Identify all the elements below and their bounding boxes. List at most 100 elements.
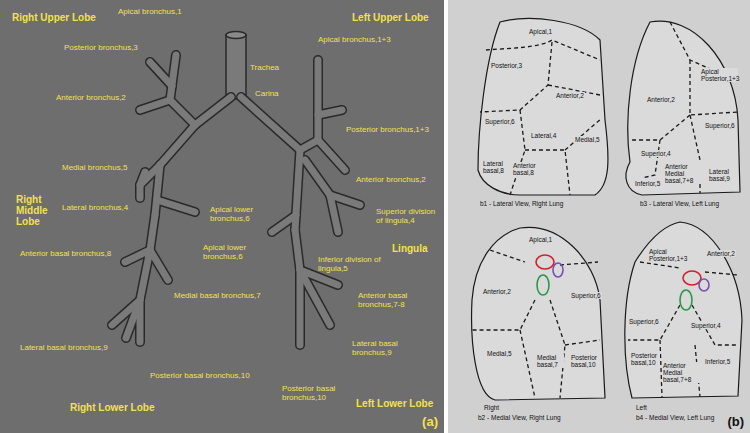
segment-label: Anterior Medial basal,7+8 (664, 163, 704, 184)
bronchus-label: Medial bronchus,5 (62, 164, 127, 173)
bronchus-label: Carina (255, 90, 279, 99)
segment-label: Superior,6 (484, 118, 516, 125)
view-caption: Right (484, 404, 499, 411)
panel-ground (0, 0, 444, 433)
segment-label: Anterior,2 (646, 96, 676, 103)
lobe-title: Lingula (392, 243, 428, 254)
bronchus-tube (318, 110, 342, 115)
bronchus-tube (150, 250, 168, 280)
segment-label: Superior,6 (628, 318, 660, 325)
bronchus-tube (155, 165, 160, 215)
segment-label: Apical,1 (528, 28, 553, 35)
segment-label: Medial basal,7 (536, 354, 564, 368)
bronchus-tube (170, 55, 195, 125)
bronchus-tube (157, 200, 195, 212)
bronchus-tube (318, 140, 345, 170)
view-caption: b1 - Lateral View, Right Lung (480, 200, 563, 207)
bronchus-tube (137, 185, 144, 198)
segment-label: Superior,4 (640, 150, 672, 157)
bronchus-tube (297, 270, 304, 345)
view-caption: b2 - Medial View, Right Lung (478, 414, 561, 421)
segment-label: Inferior,5 (634, 180, 661, 187)
bronchus-tube (150, 62, 172, 86)
segment-label: Superior,6 (704, 122, 736, 129)
view-caption: b4 - Medial View, Left Lung (636, 414, 714, 421)
lobe-title: Left Lower Lobe (356, 398, 433, 409)
segment-label: Anterior basal,8 (512, 162, 546, 176)
bronchus-tube (300, 270, 330, 325)
segment-label: Superior,6 (570, 292, 602, 299)
bronchus-label: Trachea (250, 64, 279, 73)
segment-label: Anterior,2 (555, 92, 585, 99)
bronchus-label: Apical bronchus,1+3 (318, 36, 391, 45)
segment-label: Lateral basal,8 (482, 160, 508, 174)
bronchus-label: Anterior bronchus,2 (56, 94, 126, 103)
bronchus-tube (300, 60, 318, 150)
segment-label: Anterior,2 (482, 288, 512, 295)
lobe-title: Right Middle Lobe (16, 194, 56, 227)
bronchus-tube (135, 185, 145, 198)
bronchus-tube (150, 250, 168, 280)
segment-label: Apical Posterior,1+3 (648, 248, 686, 262)
bronchus-tube (295, 270, 305, 345)
bronchus-label: Anterior basal bronchus,7-8 (358, 292, 414, 310)
bronchus-tube (318, 140, 345, 170)
bronchus-label: Apical lower bronchus,6 (210, 206, 262, 224)
bronchus-label: Anterior bronchus,2 (356, 176, 426, 185)
bronchus-tube (330, 195, 338, 232)
segment-label: Lateral,4 (530, 132, 557, 139)
bronchus-tube (155, 165, 160, 215)
view-caption: b3 - Lateral View, Left Lung (640, 200, 719, 207)
bronchus-tube (160, 125, 195, 165)
bronchus-tube (318, 110, 342, 115)
segment-label: Anterior Medial basal,7+8 (662, 362, 702, 383)
bronchus-label: Inferior division of lingula,5 (318, 256, 382, 274)
bronchus-tube (160, 125, 195, 165)
bronchus-tube (195, 97, 231, 125)
bronchus-tube (170, 55, 195, 125)
bronchus-label: Posterior bronchus,1+3 (346, 126, 429, 135)
bronchus-tube (157, 200, 195, 212)
bronchial-tree (112, 32, 360, 346)
bronchus-tube (112, 250, 150, 325)
bronchus-tube (140, 100, 170, 110)
lobe-title: Right Upper Lobe (12, 12, 96, 23)
bronchus-label: Apical bronchus,1 (118, 8, 182, 17)
bronchus-label: Medial basal bronchus,7 (174, 292, 261, 301)
segment-label: Lateral basal,9 (708, 168, 738, 182)
bronchus-tube (195, 97, 231, 125)
bronchus-label: Posterior basal bronchus,10 (150, 372, 250, 381)
bronchus-tube (241, 97, 300, 150)
bronchus-label: Lateral basal bronchus,9 (20, 344, 108, 353)
bronchus-label: Lateral bronchus,4 (62, 204, 128, 213)
lung-outline (472, 19, 742, 400)
bronchus-tube (126, 300, 140, 338)
segment-label: Apical Posterior,1+3 (700, 68, 738, 82)
segment-label: Posterior basal,10 (630, 352, 660, 366)
view-caption: Left (636, 404, 647, 411)
segment-label: Superior,4 (690, 322, 722, 329)
bronchus-tube (140, 100, 170, 110)
bronchus-label: Posterior basal bronchus,10 (282, 385, 346, 403)
bronchus-tube (150, 62, 172, 86)
panel-letter: (a) (422, 414, 438, 429)
bronchus-tube (300, 60, 318, 150)
bronchus-label: Apical lower bronchus,6 (203, 244, 255, 262)
bronchus-label: Posterior bronchus,3 (64, 44, 138, 53)
segment-label: Anterior,2 (706, 250, 736, 257)
bronchus-label: Anterior basal bronchus,8 (20, 250, 111, 259)
bronchus-label: Superior division of lingula,4 (376, 208, 440, 226)
segment-border (472, 22, 738, 398)
segment-label: Inferior,5 (704, 358, 731, 365)
segment-label: Posterior basal,10 (570, 354, 602, 368)
segment-label: Medial,5 (486, 350, 513, 357)
hilum-vessel (536, 255, 709, 310)
bronchus-label: Lateral basal bronchus,9 (352, 340, 416, 358)
lobe-title: Left Upper Lobe (352, 12, 429, 23)
segment-label: Apical,1 (528, 236, 553, 243)
panel-ground (448, 0, 750, 433)
segment-label: Medial,5 (574, 136, 601, 143)
bronchus-tube (241, 97, 300, 150)
panel-letter: (b) (727, 414, 744, 429)
